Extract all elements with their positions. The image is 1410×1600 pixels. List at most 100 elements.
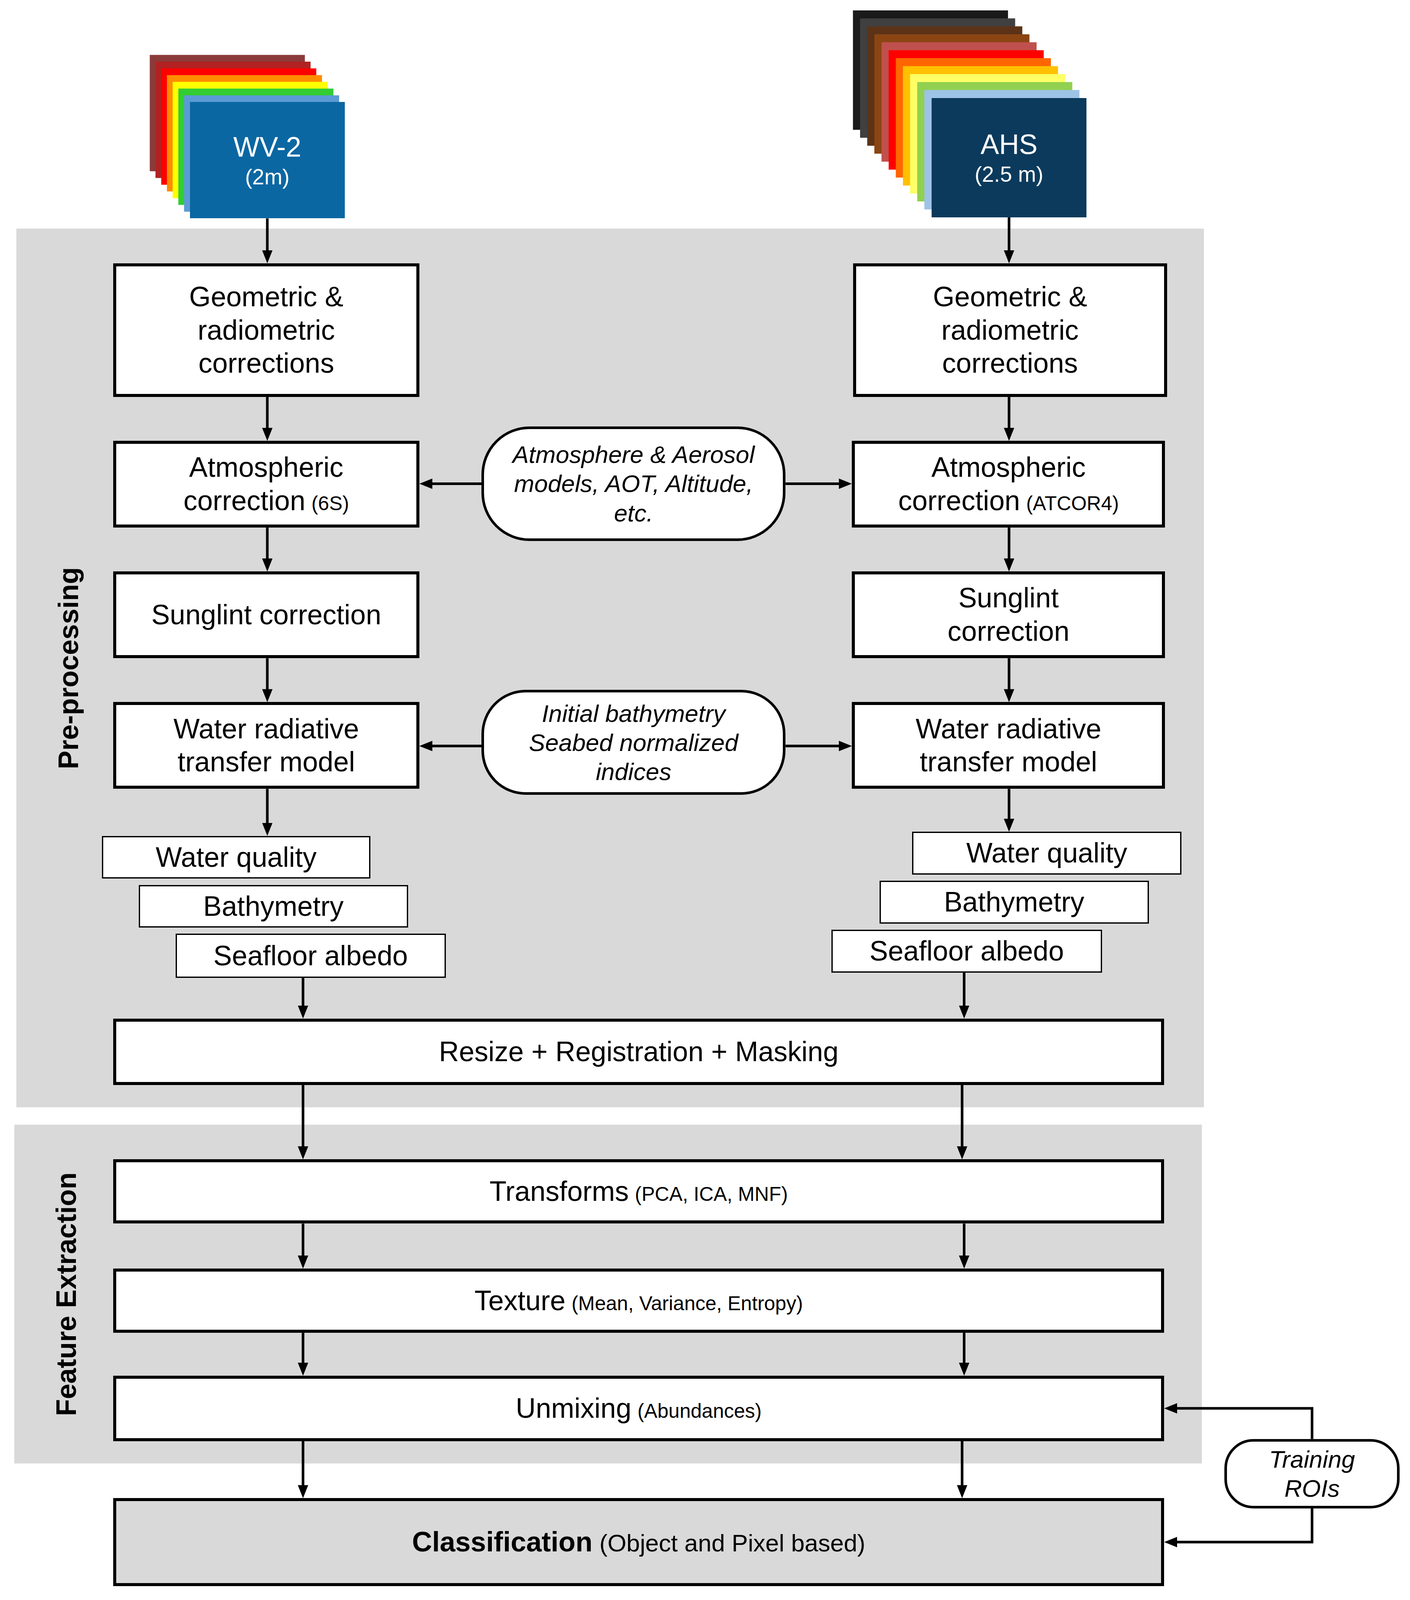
node-label: Transforms: [489, 1175, 629, 1207]
flow-arrow: [962, 972, 966, 1014]
node-sublabel: (PCA, ICA, MNF): [634, 1182, 789, 1205]
output-box: Seafloor albedo: [175, 933, 446, 978]
process-box: Geometric & radiometric corrections: [113, 263, 420, 397]
node-sublabel: (Abundances): [637, 1399, 762, 1422]
process-box: Water radiative transfer model: [113, 701, 420, 789]
image-stack: AHS(2.5 m): [931, 98, 1087, 218]
stage-band: Pre-processing Geometric & radiometric co…: [16, 228, 1204, 1107]
flow-arrow: [1169, 1508, 1312, 1542]
node-label: AHS: [974, 127, 1044, 162]
node-label: Unmixing: [515, 1392, 632, 1424]
node-label: Seafloor albedo: [869, 935, 1064, 967]
flow-arrow: [424, 482, 482, 485]
flow-arrow: [265, 788, 269, 831]
flow-arrow: [785, 482, 847, 485]
flow-arrow: [1007, 527, 1011, 566]
node-sublabel: (Object and Pixel based): [599, 1528, 866, 1557]
node-label: Seafloor albedo: [213, 939, 408, 972]
flow-arrow: [301, 977, 305, 1014]
flow-arrow: [265, 527, 269, 566]
node-label: Geometric & radiometric corrections: [189, 281, 344, 380]
node-label: Sunglint correction: [151, 598, 382, 631]
text-holder: Seafloor albedo: [213, 938, 408, 973]
text-holder: Sunglint correction: [910, 581, 1106, 648]
flow-arrow: [265, 396, 269, 436]
flow-arrow: [1007, 657, 1011, 697]
text-holder: Water radiative transfer model: [886, 712, 1130, 779]
flow-arrow: [301, 1223, 305, 1263]
process-box: Sunglint correction: [113, 571, 420, 658]
stage-band: Feature Extraction Transforms(PCA, ICA, M…: [14, 1124, 1202, 1463]
image-stack: WV-2(2m): [189, 101, 346, 219]
flow-arrow: [960, 1440, 964, 1493]
text-holder: Unmixing(Abundances): [515, 1391, 762, 1425]
text-holder: Feature Extraction: [49, 1171, 83, 1416]
text-holder: Bathymetry: [203, 889, 344, 923]
process-box: Atmospheric correction(6S): [113, 440, 420, 528]
process-box: Texture(Mean, Variance, Entropy): [113, 1268, 1165, 1333]
text-holder: Initial bathymetry Seabed normalized ind…: [512, 698, 756, 787]
process-box: Unmixing(Abundances): [113, 1375, 1165, 1441]
node-label: Water quality: [966, 837, 1128, 869]
node-label: Geometric & radiometric corrections: [932, 281, 1088, 380]
node-label: Training ROIs: [1269, 1445, 1355, 1502]
flow-arrow: [785, 744, 847, 748]
flow-arrow: [1169, 1407, 1312, 1439]
flow-arrow: [1007, 788, 1011, 827]
text-holder: Bathymetry: [943, 885, 1085, 919]
node-label: Bathymetry: [943, 886, 1085, 918]
node-label: Texture: [474, 1284, 566, 1316]
node-label: Water radiative transfer model: [915, 713, 1102, 778]
flow-arrow: [962, 1223, 966, 1263]
flow-arrow: [301, 1440, 305, 1493]
process-box: Sunglint correction: [851, 571, 1165, 658]
band-fill: [16, 228, 1204, 1107]
text-holder: Transforms(PCA, ICA, MNF): [489, 1174, 789, 1208]
flow-arrow: [301, 1084, 305, 1155]
flow-arrow: [424, 744, 482, 748]
output-box: Water quality: [101, 835, 371, 879]
text-holder: Water quality: [966, 836, 1128, 870]
node-label: Initial bathymetry Seabed normalized ind…: [529, 699, 739, 786]
text-holder: Texture(Mean, Variance, Entropy): [474, 1283, 803, 1318]
node-sublabel: (Mean, Variance, Entropy): [571, 1291, 804, 1315]
output-box: Water quality: [912, 831, 1182, 875]
flow-arrow: [962, 1332, 966, 1371]
band-fill: [14, 1124, 1202, 1463]
node-label: Bathymetry: [203, 890, 344, 922]
node-label: Sunglint correction: [947, 582, 1070, 647]
node-sublabel: (6S): [311, 491, 350, 515]
process-box: Atmospheric correction(ATCOR4): [851, 440, 1165, 528]
node-sublabel: (2m): [233, 163, 301, 190]
stage-label: Feature Extraction: [50, 1171, 82, 1416]
text-holder: Classification(Object and Pixel based): [412, 1524, 866, 1559]
output-box: Bathymetry: [138, 884, 409, 928]
stage-label: Pre-processing: [52, 566, 84, 769]
flow-arrow: [301, 1332, 305, 1371]
node-label: Atmosphere & Aerosol models, AOT, Altitu…: [512, 440, 755, 527]
input-terminator: Initial bathymetry Seabed normalized ind…: [481, 689, 786, 795]
output-box: Bathymetry: [879, 880, 1149, 924]
text-holder: Sunglint correction: [151, 598, 382, 632]
text-holder: Atmospheric correction(ATCOR4): [869, 450, 1148, 518]
flow-arrow: [265, 657, 269, 697]
process-box: Transforms(PCA, ICA, MNF): [113, 1158, 1165, 1224]
node-sublabel: (2.5 m): [974, 161, 1044, 188]
node-label: Resize + Registration + Masking: [438, 1035, 839, 1067]
input-terminator: Training ROIs: [1224, 1438, 1401, 1509]
flow-arrow: [1007, 396, 1011, 436]
output-box: Seafloor albedo: [831, 929, 1102, 973]
flow-arrow: [960, 1084, 964, 1155]
node-label: Water quality: [155, 841, 317, 873]
text-holder: Atmospheric correction(6S): [144, 450, 388, 518]
node-label: Water radiative transfer model: [173, 713, 360, 778]
node-label: WV-2: [233, 130, 301, 164]
text-holder: Geometric & radiometric corrections: [888, 280, 1132, 380]
process-box: Water radiative transfer model: [851, 701, 1165, 789]
text-holder: WV-2(2m): [233, 130, 301, 190]
text-holder: Training ROIs: [1246, 1444, 1378, 1503]
